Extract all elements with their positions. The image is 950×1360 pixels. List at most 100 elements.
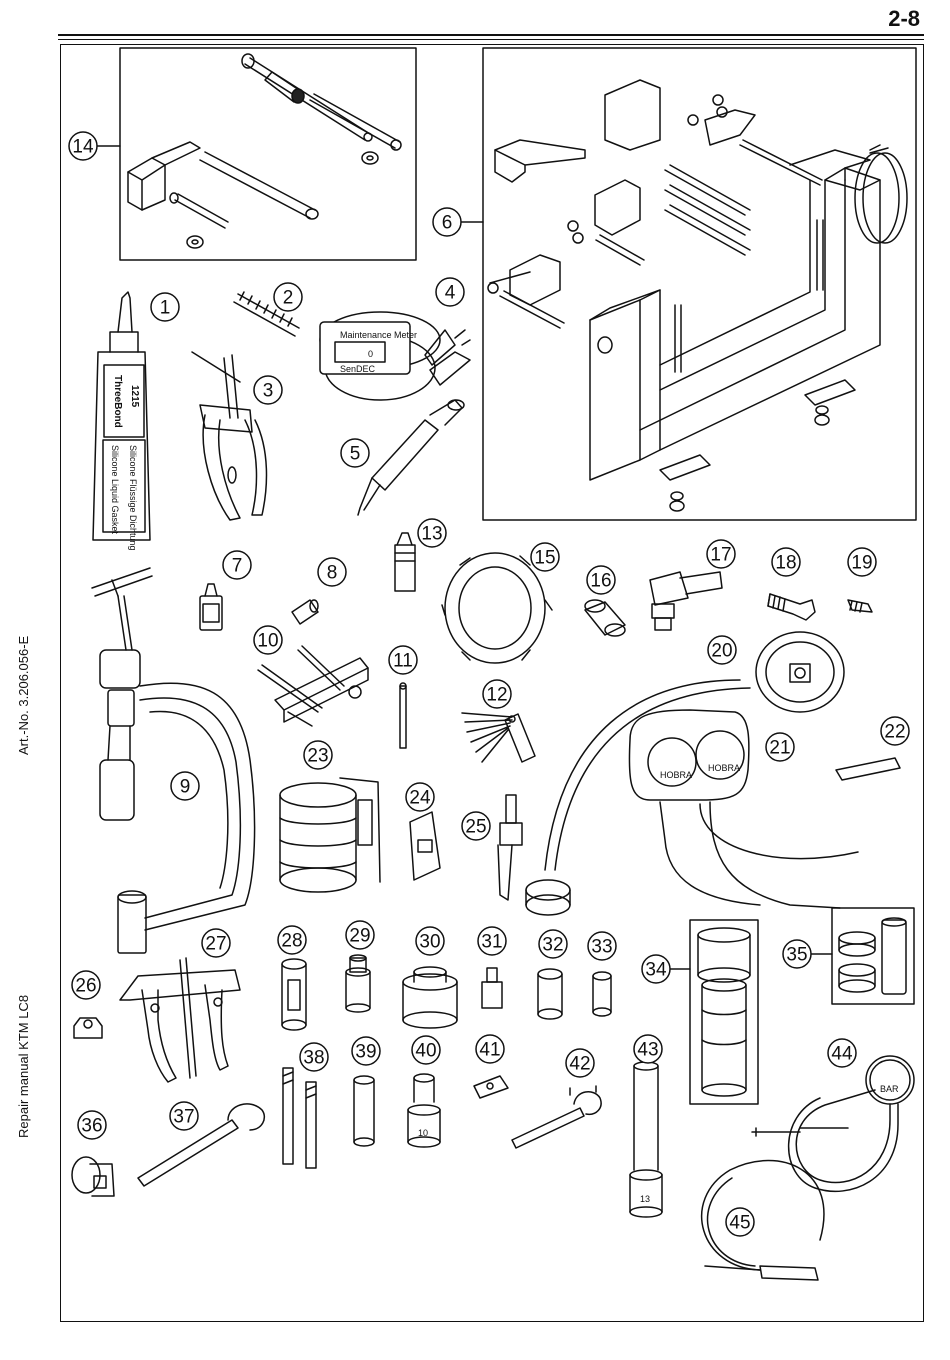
- callout-number: 13: [421, 524, 442, 545]
- callout-circle: [847, 547, 877, 577]
- tool-25-valve-tool: [497, 794, 523, 901]
- tool-39-sleeve: [353, 1075, 375, 1147]
- callout-37: 37: [169, 1101, 199, 1131]
- callout-13: 13: [417, 518, 447, 548]
- callout-number: 20: [711, 641, 732, 662]
- callout-circle: [475, 1034, 505, 1064]
- tool-38-studs: [282, 1067, 317, 1169]
- callout-14: 14: [68, 131, 98, 161]
- callout-27: 27: [201, 928, 231, 958]
- page-number: 2-8: [888, 6, 920, 31]
- callout-circle: [411, 1035, 441, 1065]
- callout-16: 16: [586, 565, 616, 595]
- tool-24-plate: [409, 811, 441, 881]
- callout-number: 25: [465, 817, 486, 838]
- tool-29-drift: [345, 954, 371, 1013]
- tube-desc-2: Silicone Flüssige Dichtung: [128, 445, 138, 551]
- callout-41: 41: [475, 1034, 505, 1064]
- callout-circle: [565, 1048, 595, 1078]
- callout-circle: [273, 282, 303, 312]
- callout-circle: [170, 771, 200, 801]
- callout-21: 21: [765, 732, 795, 762]
- socket-43-size: 13: [640, 1194, 650, 1204]
- callout-30: 30: [415, 926, 445, 956]
- callout-44: 44: [827, 1038, 857, 1068]
- callout-circle: [782, 939, 812, 969]
- callout-5: 5: [340, 438, 370, 468]
- callout-45: 45: [725, 1207, 755, 1237]
- callout-12: 12: [482, 679, 512, 709]
- callout-number: 24: [409, 788, 431, 809]
- gauge-21-left-label: HOBRA: [660, 770, 692, 780]
- tool-17-adapter: [649, 571, 723, 631]
- tool-23-ring-compressor: [279, 777, 381, 893]
- callout-number: 6: [442, 213, 453, 234]
- callout-19: 19: [847, 547, 877, 577]
- tool-30-drift: [402, 966, 458, 1029]
- callout-circle: [345, 920, 375, 950]
- callout-23: 23: [303, 740, 333, 770]
- callout-circle: [201, 928, 231, 958]
- callout-number: 17: [710, 545, 731, 566]
- callout-38: 38: [299, 1042, 329, 1072]
- tool-4-maintenance-meter: Maintenance Meter 0 SenDEC: [319, 311, 471, 401]
- callout-number: 43: [637, 1040, 658, 1061]
- callout-circle: [725, 1207, 755, 1237]
- callout-number: 27: [205, 934, 226, 955]
- callout-29: 29: [345, 920, 375, 950]
- callout-circle: [253, 625, 283, 655]
- callout-circle: [633, 1034, 663, 1064]
- callout-22: 22: [880, 716, 910, 746]
- callout-20: 20: [707, 635, 737, 665]
- tool-31-pin-drift: [481, 967, 503, 1009]
- callout-circle: [222, 550, 252, 580]
- callout-number: 3: [263, 381, 274, 402]
- callout-circle: [388, 645, 418, 675]
- callout-circle: [415, 926, 445, 956]
- callout-circle: [417, 518, 447, 548]
- tube-desc-1: Silicone Liquid Gasket: [110, 445, 120, 535]
- callout-number: 38: [303, 1048, 324, 1069]
- callout-number: 42: [569, 1054, 590, 1075]
- callout-number: 7: [232, 556, 243, 577]
- socket-40-size: 10: [418, 1128, 428, 1138]
- callout-circle: [277, 925, 307, 955]
- callout-number: 12: [486, 685, 507, 706]
- callout-6: 6: [432, 207, 462, 237]
- callout-number: 10: [257, 631, 278, 652]
- callout-26: 26: [71, 970, 101, 1000]
- callout-8: 8: [317, 557, 347, 587]
- tool-34-bushing-set: [697, 927, 751, 1097]
- callout-circle: [432, 207, 462, 237]
- tool-16-sleeve: [584, 599, 626, 637]
- callout-number: 9: [180, 777, 191, 798]
- callout-32: 32: [538, 929, 568, 959]
- callout-number: 11: [393, 651, 413, 672]
- header-rule-thin: [58, 39, 924, 40]
- callout-17: 17: [706, 539, 736, 569]
- callout-circle: [641, 954, 671, 984]
- tool-27-two-arm-puller: [119, 957, 241, 1083]
- callout-circle: [77, 1110, 107, 1140]
- tool-21-vacuum-gauges: HOBRA HOBRA: [525, 679, 859, 916]
- callout-number: 28: [281, 931, 302, 952]
- callout-31: 31: [477, 926, 507, 956]
- callout-number: 29: [349, 926, 370, 947]
- callout-number: 15: [534, 548, 555, 569]
- tool-20-degree-disc: [755, 631, 845, 713]
- tool-18-bolt: [767, 593, 816, 621]
- callout-15: 15: [530, 542, 560, 572]
- callout-number: 35: [786, 945, 807, 966]
- tool-7-bottle: [199, 583, 223, 631]
- callout-circle: [303, 740, 333, 770]
- content-frame: [60, 44, 924, 1322]
- callout-42: 42: [565, 1048, 595, 1078]
- tool-2-threaded-rod: [233, 291, 300, 337]
- tool-42-pin-wrench: [511, 1085, 602, 1149]
- callout-2: 2: [273, 282, 303, 312]
- callout-circle: [340, 438, 370, 468]
- callout-7: 7: [222, 550, 252, 580]
- header-rule: [58, 34, 924, 36]
- tool-32-sleeve: [537, 968, 563, 1020]
